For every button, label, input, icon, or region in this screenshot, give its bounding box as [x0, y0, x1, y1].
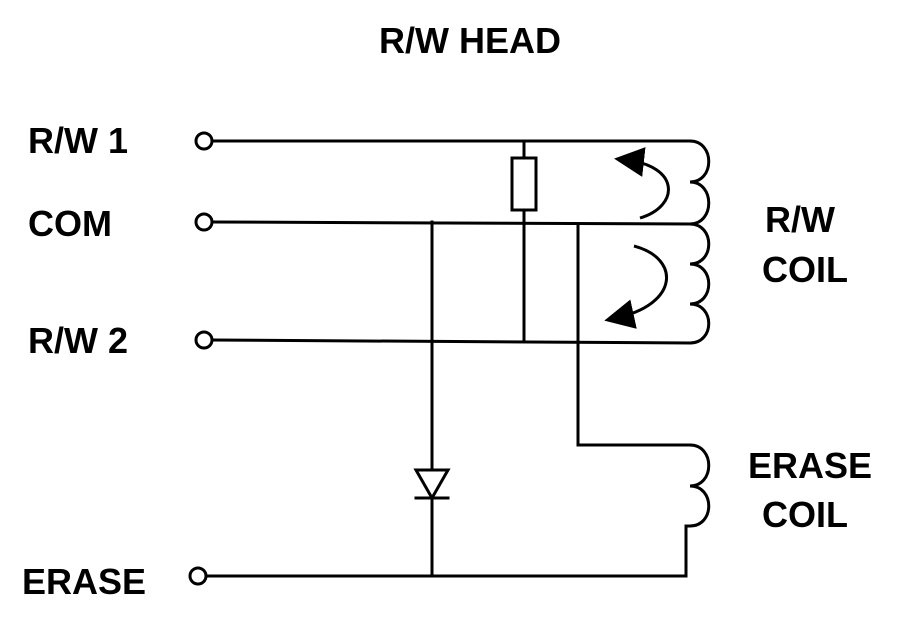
- diagram-title: R/W HEAD: [379, 20, 561, 61]
- wire-erase-coil-feed: [576, 222, 692, 447]
- terminal-rw1: [194, 131, 214, 151]
- flux-arrow-upper-icon: [614, 147, 670, 220]
- rw-coil-lower-windings: [689, 222, 711, 345]
- terminal-com: [194, 212, 214, 232]
- erase-coil-windings: [684, 443, 711, 576]
- terminal-label-com: COM: [28, 203, 112, 244]
- terminal-erase: [188, 566, 208, 586]
- wire-com: [210, 220, 692, 226]
- terminal-label-erase: ERASE: [22, 561, 146, 602]
- wire-rw2: [210, 338, 692, 345]
- rw-coil-label-line2: COIL: [762, 249, 848, 290]
- terminal-label-rw2: R/W 2: [28, 320, 128, 361]
- terminal-rw2: [194, 330, 214, 350]
- rw-coil-label-line1: R/W: [765, 199, 835, 240]
- erase-coil-label-line1: ERASE: [748, 445, 872, 486]
- terminal-label-rw1: R/W 1: [28, 120, 128, 161]
- flux-arrow-lower-icon: [604, 244, 669, 329]
- erase-coil-label-line2: COIL: [762, 494, 848, 535]
- diode-symbol: [413, 468, 451, 502]
- rw-coil-upper-windings: [689, 139, 711, 226]
- resistor: [510, 156, 538, 212]
